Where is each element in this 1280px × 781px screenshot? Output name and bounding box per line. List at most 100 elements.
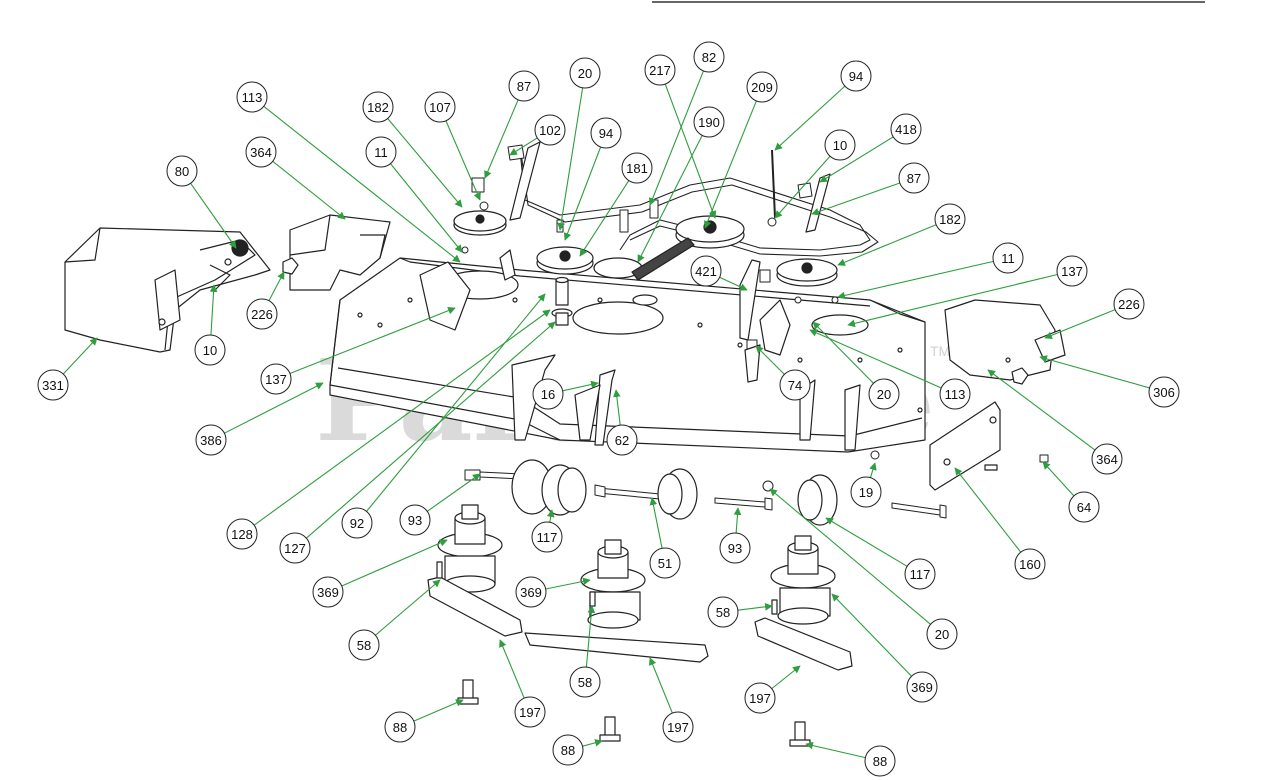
- leader-line-197: [649, 657, 673, 714]
- callout-113: 113: [939, 378, 971, 410]
- callout-label: 64: [1077, 500, 1091, 515]
- callout-circle: [890, 113, 922, 145]
- parts-drawing: [64, 141, 1066, 747]
- callout-160: 160: [1014, 548, 1046, 580]
- leader-line-113: [263, 105, 461, 263]
- callout-circle: [348, 629, 380, 661]
- callout-circle: [236, 81, 268, 113]
- callout-circle: [384, 711, 416, 743]
- callout-circle: [868, 378, 900, 410]
- blades: [427, 576, 853, 671]
- callout-88: 88: [384, 711, 416, 743]
- callout-circle: [532, 378, 564, 410]
- callout-label: 197: [519, 705, 541, 720]
- callout-circle: [992, 242, 1024, 274]
- callout-107: 107: [424, 91, 456, 123]
- leader-line-58: [585, 605, 596, 668]
- callout-82: 82: [693, 41, 725, 73]
- spring: [631, 237, 695, 281]
- callout-127: 127: [279, 532, 311, 564]
- gauge-wheels: [511, 459, 838, 526]
- leader-line-209: [704, 100, 757, 229]
- leader-line-64: [1042, 461, 1075, 497]
- callout-label: 19: [859, 485, 873, 500]
- leader-line-137: [289, 306, 456, 374]
- callout-137: 137: [260, 363, 292, 395]
- callout-11: 11: [365, 136, 397, 168]
- callout-88: 88: [864, 745, 896, 777]
- leader-line-364: [987, 369, 1096, 451]
- callout-10: 10: [824, 129, 856, 161]
- leader-line-94: [774, 85, 846, 151]
- callout-label: 11: [374, 145, 388, 160]
- callout-364: 364: [245, 136, 277, 168]
- axle-bolts: [464, 450, 1049, 519]
- callout-circle: [939, 378, 971, 410]
- callout-label: 113: [242, 90, 263, 105]
- callout-102: 102: [534, 114, 566, 146]
- callout-circle: [934, 203, 966, 235]
- callout-label: 80: [175, 164, 189, 179]
- leader-line-217: [664, 83, 717, 219]
- callout-circle: [226, 518, 258, 550]
- leader-line-62: [613, 389, 621, 426]
- callout-circle: [621, 152, 653, 184]
- callout-87: 87: [898, 162, 930, 194]
- callout-circle: [606, 424, 638, 456]
- callout-64: 64: [1068, 491, 1100, 523]
- leader-line-93: [733, 507, 742, 534]
- callout-circle: [926, 618, 958, 650]
- leader-line-181: [579, 180, 630, 257]
- leader-line-306: [1039, 355, 1150, 389]
- callout-58: 58: [348, 629, 380, 661]
- callout-circle: [194, 334, 226, 366]
- callout-label: 94: [599, 126, 613, 141]
- callout-label: 128: [231, 527, 253, 542]
- leader-line-107: [445, 120, 481, 201]
- leader-line-160: [954, 467, 1022, 553]
- callout-label: 113: [945, 387, 966, 402]
- callout-113: 113: [236, 81, 268, 113]
- leader-line-20: [557, 87, 584, 231]
- leader-line-182: [387, 118, 463, 208]
- callout-circle: [707, 596, 739, 628]
- callout-197: 197: [662, 711, 694, 743]
- callout-label: 331: [42, 378, 64, 393]
- callout-circle: [569, 666, 601, 698]
- callout-label: 92: [350, 516, 364, 531]
- callout-182: 182: [934, 203, 966, 235]
- callout-62: 62: [606, 424, 638, 456]
- callout-label: 364: [1096, 452, 1118, 467]
- leader-line-117: [546, 509, 555, 523]
- callout-circle: [1091, 443, 1123, 475]
- callout-51: 51: [649, 547, 681, 579]
- callout-circle: [569, 57, 601, 89]
- callout-label: 117: [910, 567, 931, 582]
- leader-line-87: [811, 182, 901, 216]
- callout-label: 87: [517, 79, 531, 94]
- callout-181: 181: [621, 152, 653, 184]
- callout-label: 209: [751, 80, 773, 95]
- leader-line-88: [413, 699, 464, 722]
- callout-label: 51: [658, 556, 672, 571]
- callout-label: 93: [408, 513, 422, 528]
- leader-line-421: [719, 276, 748, 291]
- callout-88: 88: [552, 734, 584, 766]
- callout-10: 10: [194, 334, 226, 366]
- blade-bolts: [457, 679, 811, 747]
- callout-circle: [246, 298, 278, 330]
- callout-418: 418: [890, 113, 922, 145]
- callout-circle: [531, 521, 563, 553]
- callout-93: 93: [399, 504, 431, 536]
- pulleys: [453, 210, 838, 287]
- callout-369: 369: [312, 576, 344, 608]
- callout-label: 82: [702, 50, 716, 65]
- callout-197: 197: [744, 682, 776, 714]
- leader-line-58: [737, 603, 773, 611]
- spindle-assembly-left: [437, 504, 503, 593]
- callout-circle: [279, 532, 311, 564]
- callout-197: 197: [514, 696, 546, 728]
- callout-label: 369: [520, 585, 542, 600]
- leader-line-137: [847, 273, 1058, 328]
